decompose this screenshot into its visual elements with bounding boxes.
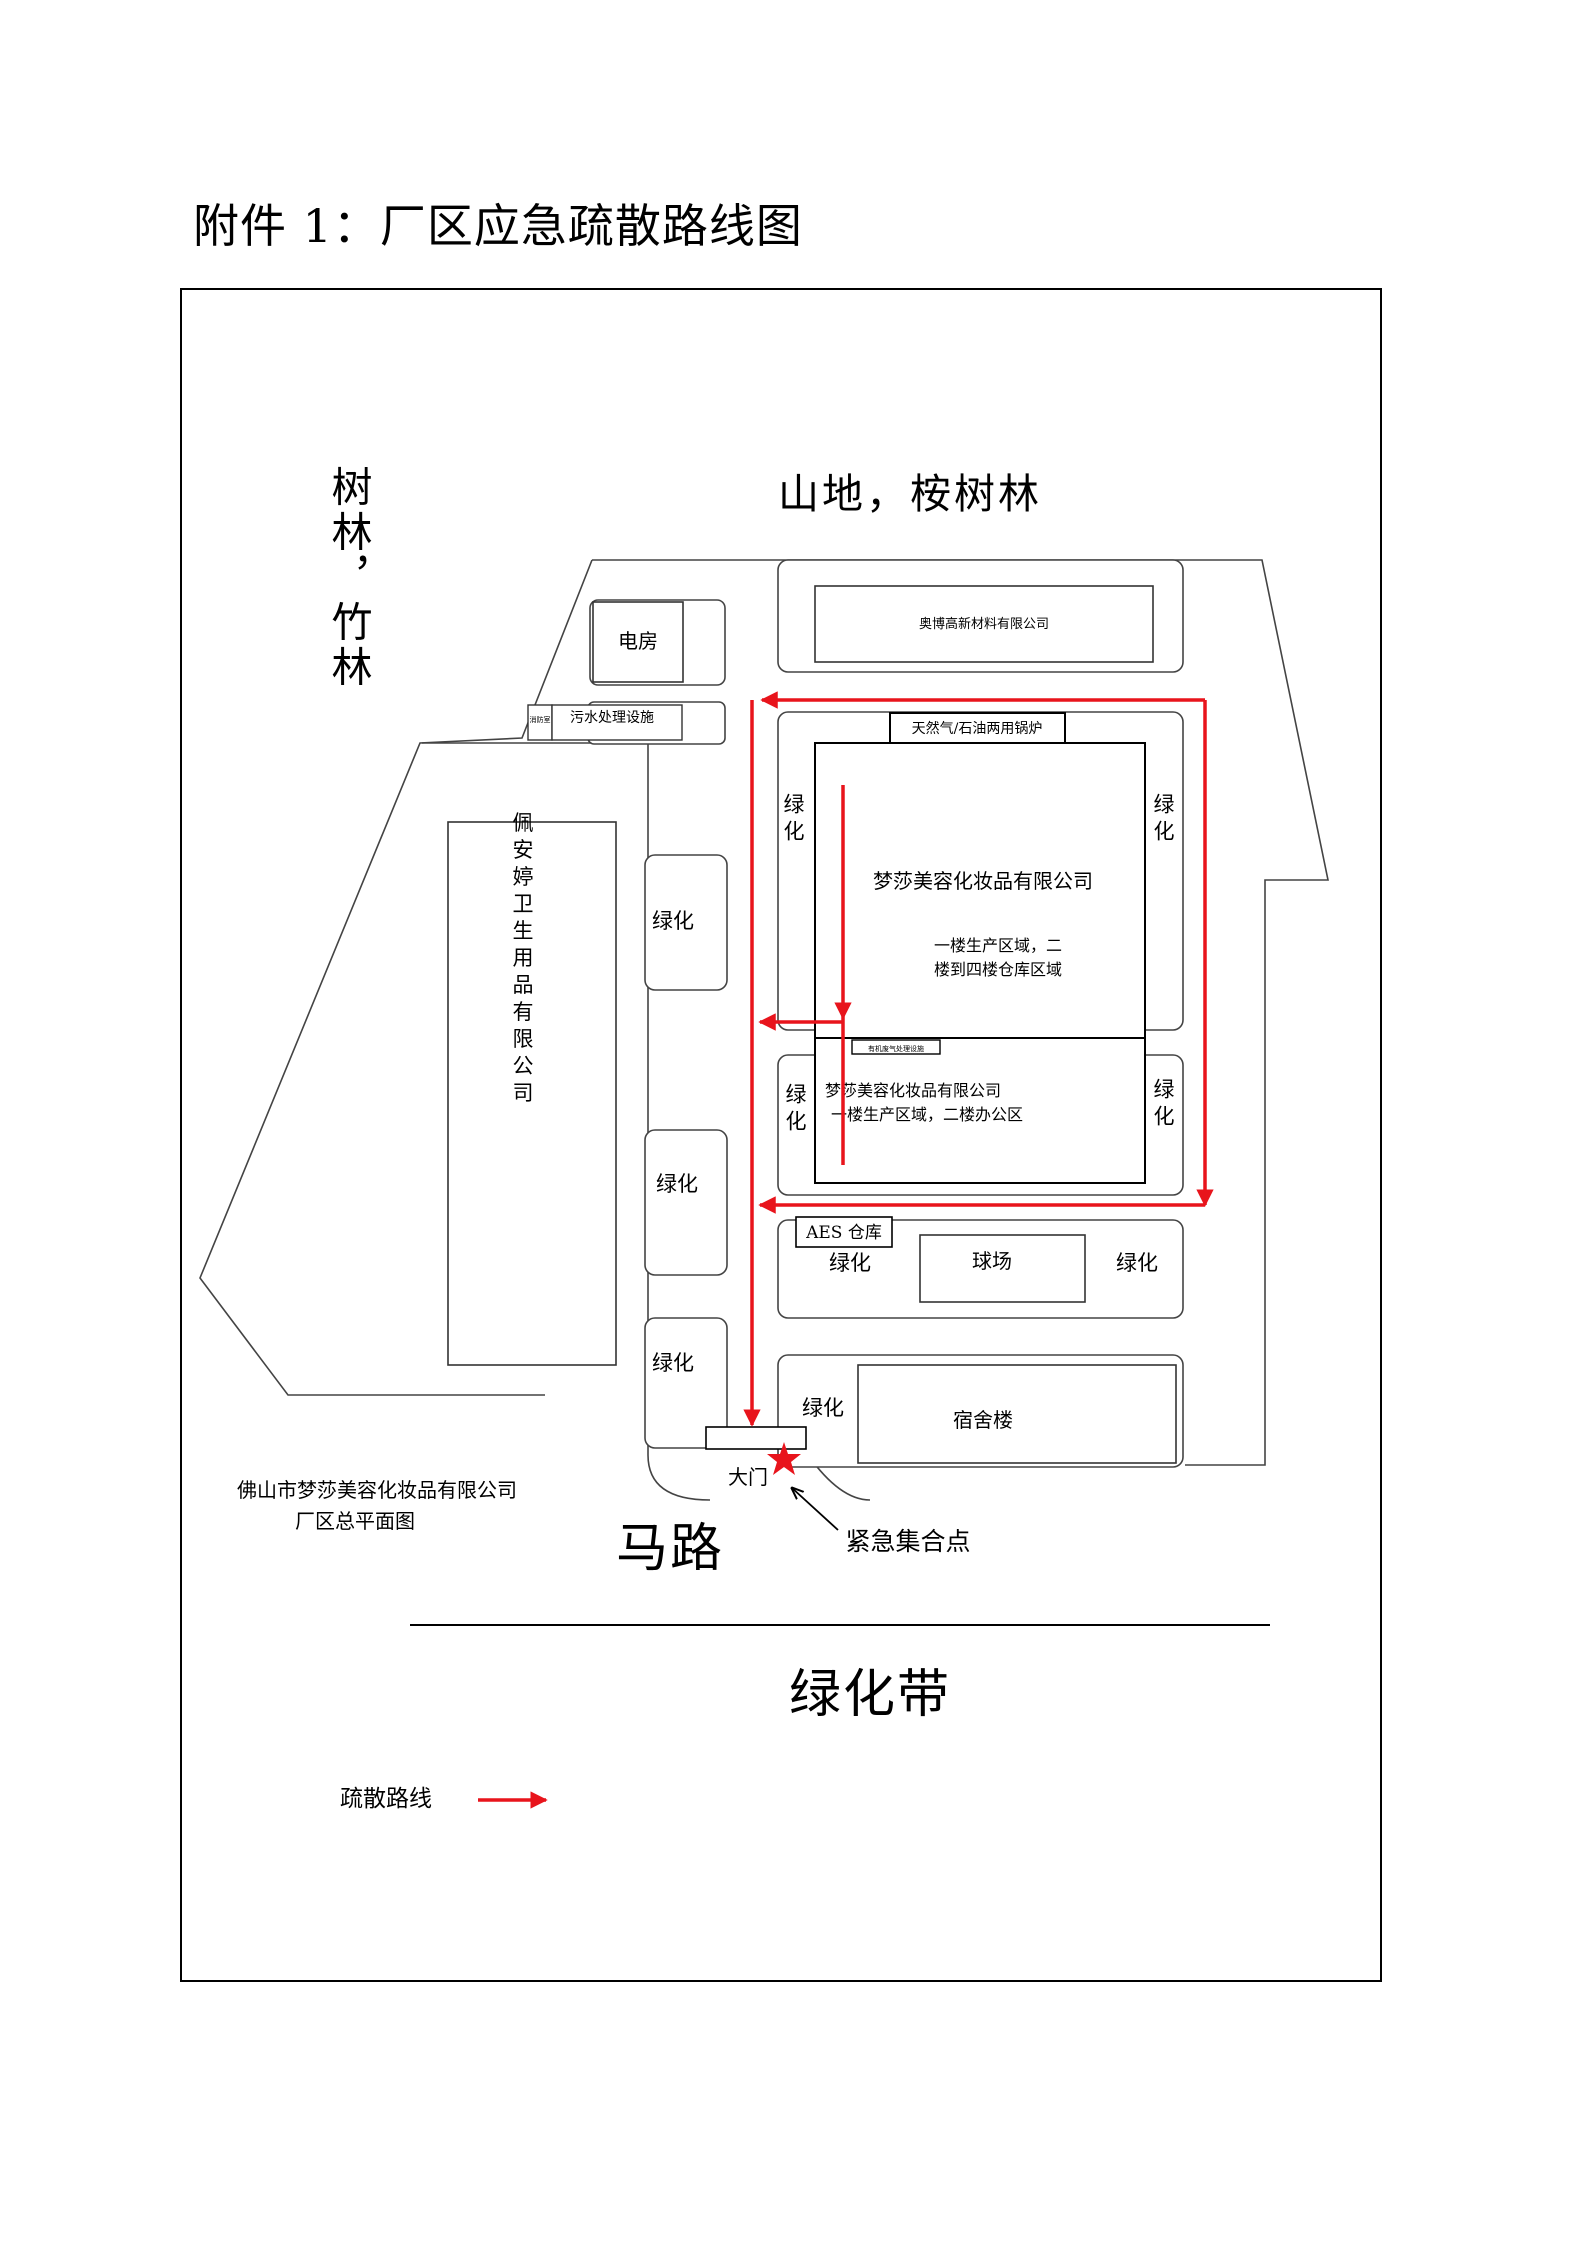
mengsha-main-building <box>814 742 1146 1039</box>
aobo-building <box>814 585 1154 663</box>
mengsha-south-building <box>814 1037 1146 1184</box>
power-room-building <box>592 601 684 683</box>
peianting-text: 佩安婷卫生用品有限公司 <box>510 812 534 1109</box>
exhaust-facility-building <box>851 1039 941 1055</box>
green-label-2a: 绿化 <box>1151 793 1175 847</box>
west-surrounding-label: 树林，竹林 <box>324 466 372 691</box>
plan-caption-line1: 佛山市梦莎美容化妆品有限公司 <box>237 1478 517 1502</box>
assembly-point-star-icon <box>767 1442 801 1475</box>
power-room-label: 电房 <box>618 629 658 653</box>
sewage-facility-building <box>551 704 683 741</box>
exhaust-facility-label: 有机废气处理设施 <box>868 1044 924 1053</box>
peianting-building <box>447 821 617 1366</box>
green-belt-label: 绿化带 <box>789 1665 951 1725</box>
assembly-point-label: 紧急集合点 <box>845 1527 970 1556</box>
court-label: 球场 <box>972 1249 1012 1273</box>
mengsha-main-desc-2: 楼到四楼仓库区域 <box>934 960 1062 979</box>
green-label-9: 绿化 <box>1116 1251 1158 1275</box>
green-label-3a: 绿化 <box>783 1083 807 1137</box>
green-label-8: 绿化 <box>829 1251 871 1275</box>
mengsha-south-name: 梦莎美容化妆品有限公司 <box>825 1081 1001 1100</box>
green-label-4a: 绿化 <box>1151 1078 1175 1132</box>
boiler-label: 天然气/石油两用锅炉 <box>912 720 1043 737</box>
page-heading: 附件 1：厂区应急疏散路线图 <box>193 199 803 253</box>
evacuation-routes <box>743 691 1214 1427</box>
north-surrounding-label: 山地，桉树林 <box>778 470 1042 518</box>
legend-label: 疏散路线 <box>340 1786 432 1812</box>
gate-label: 大门 <box>728 1465 768 1489</box>
green-label-6: 绿化 <box>656 1172 698 1196</box>
green-label-5: 绿化 <box>652 909 694 933</box>
dormitory-label: 宿舍楼 <box>953 1408 1013 1432</box>
small-room-label: 消防室 <box>530 715 551 724</box>
mengsha-main-name: 梦莎美容化妆品有限公司 <box>873 869 1093 893</box>
map-frame <box>180 288 1382 1982</box>
boiler-building <box>889 712 1066 744</box>
road-label: 马路 <box>616 1519 724 1579</box>
court-area <box>919 1234 1086 1303</box>
peianting-label: 佩安婷卫生用品有限公司 <box>510 812 534 1109</box>
aes-warehouse-label: AES 仓库 <box>805 1223 882 1243</box>
aobo-label: 奥博高新材料有限公司 <box>919 616 1049 632</box>
aes-warehouse-building <box>795 1216 893 1248</box>
small-room-building <box>527 704 553 741</box>
plan-caption-line2: 厂区总平面图 <box>295 1509 415 1533</box>
gate-building <box>705 1426 807 1450</box>
green-label-1a: 绿化 <box>781 793 805 847</box>
green-label-10: 绿化 <box>802 1396 844 1420</box>
mengsha-south-desc: 一楼生产区域，二楼办公区 <box>831 1105 1023 1124</box>
green-label-7: 绿化 <box>652 1351 694 1375</box>
sewage-facility-label: 污水处理设施 <box>570 710 654 726</box>
assembly-pointer-arrow <box>792 1488 839 1531</box>
dormitory-building <box>857 1364 1177 1464</box>
mengsha-main-desc-1: 一楼生产区域，二 <box>934 936 1062 955</box>
